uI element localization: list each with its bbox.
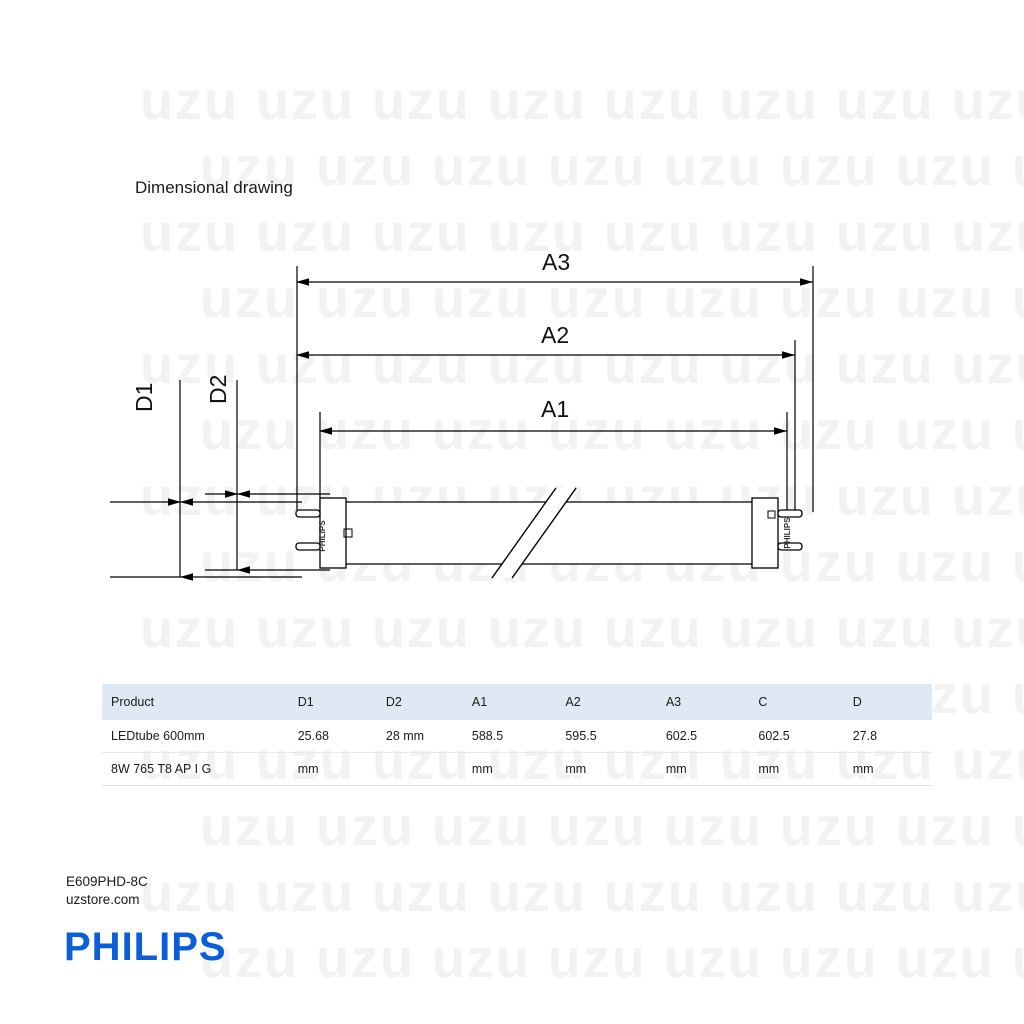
column-header-c: C bbox=[749, 684, 844, 720]
philips-logo: PHILIPS bbox=[64, 925, 227, 969]
cell-d: mm bbox=[843, 752, 932, 786]
cell-d1: 25.68 bbox=[288, 720, 377, 753]
cell-d1: mm bbox=[288, 752, 377, 786]
table-row: LEDtube 600mm 25.68 28 mm 588.5 595.5 60… bbox=[102, 720, 932, 753]
svg-text:PHILIPS: PHILIPS bbox=[318, 520, 327, 552]
dimension-label-a3: A3 bbox=[542, 249, 571, 275]
dimension-label-d1: D1 bbox=[131, 382, 157, 412]
cell-product: LEDtube 600mm bbox=[102, 720, 289, 753]
column-header-d1: D1 bbox=[288, 684, 377, 720]
cell-a3: 602.5 bbox=[656, 720, 750, 753]
column-header-d: D bbox=[843, 684, 932, 720]
dimension-label-d2: D2 bbox=[205, 374, 231, 404]
footer-info: E609PHD-8C uzstore.com bbox=[66, 873, 148, 909]
cell-c: mm bbox=[749, 752, 844, 786]
cell-product: 8W 765 T8 AP I G bbox=[102, 752, 289, 786]
cell-d2 bbox=[376, 752, 463, 786]
cell-a1: 588.5 bbox=[462, 720, 557, 753]
cell-c: 602.5 bbox=[749, 720, 844, 753]
cell-a2: 595.5 bbox=[556, 720, 657, 753]
dimension-label-a1: A1 bbox=[541, 396, 570, 422]
svg-text:PHILIPS: PHILIPS bbox=[783, 517, 792, 549]
cell-a2: mm bbox=[556, 752, 657, 786]
page-title: Dimensional drawing bbox=[135, 178, 293, 197]
product-code: E609PHD-8C bbox=[66, 874, 148, 889]
cell-d: 27.8 bbox=[843, 720, 932, 753]
column-header-a2: A2 bbox=[556, 684, 657, 720]
column-header-a1: A1 bbox=[462, 684, 557, 720]
cell-d2: 28 mm bbox=[376, 720, 463, 753]
column-header-d2: D2 bbox=[376, 684, 463, 720]
column-header-product: Product bbox=[102, 684, 289, 720]
site-name: uzstore.com bbox=[66, 892, 140, 907]
cell-a1: mm bbox=[462, 752, 557, 786]
dimension-label-a2: A2 bbox=[541, 322, 570, 348]
dimensions-table: Product D1 D2 A1 A2 A3 C D LEDtube 600mm… bbox=[102, 684, 932, 786]
cell-a3: mm bbox=[656, 752, 750, 786]
column-header-a3: A3 bbox=[656, 684, 750, 720]
table-header-row: Product D1 D2 A1 A2 A3 C D bbox=[102, 684, 932, 720]
table-row: 8W 765 T8 AP I G mm mm mm mm mm mm bbox=[102, 752, 932, 786]
